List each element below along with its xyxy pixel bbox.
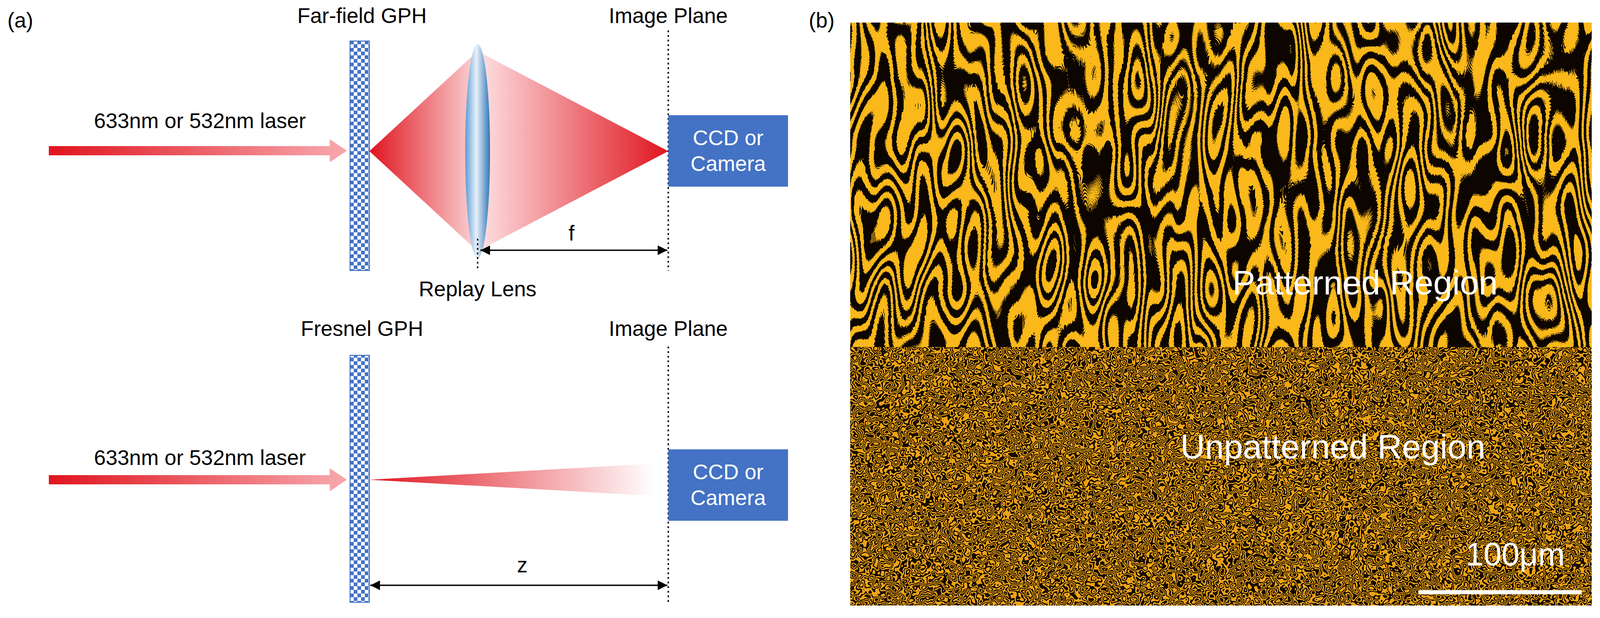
- laser-label: 633nm or 532nm laser: [93, 445, 306, 470]
- hologram-plate: [350, 40, 370, 271]
- plane-label: Image Plane: [608, 3, 728, 29]
- replay-lens: [465, 44, 491, 258]
- hologram-plate: [350, 355, 370, 602]
- laser-beam: [48, 474, 332, 485]
- lens-tick: [477, 238, 479, 270]
- fresnel-setup: [48, 346, 669, 602]
- far-field-setup: [48, 30, 669, 271]
- unpatterned-texture: [850, 346, 1592, 606]
- laser-beam: [48, 145, 332, 156]
- fresnel-beam: [369, 463, 655, 496]
- component-label: Fresnel GPH: [300, 316, 424, 341]
- component-label: Far-field GPH: [297, 3, 427, 29]
- distance-dimension: [370, 584, 668, 586]
- dimension-label: z: [517, 552, 528, 578]
- laser-arrowhead: [329, 139, 347, 163]
- region-label: Patterned Region: [1232, 262, 1498, 303]
- region-label: Unpatterned Region: [1180, 426, 1486, 467]
- laser-label: 633nm or 532nm laser: [93, 108, 306, 134]
- micrograph: [850, 22, 1592, 606]
- scale-bar-label: 100μm: [1465, 535, 1565, 573]
- camera-label: CCD or Camera: [674, 125, 782, 176]
- camera-label: CCD or Camera: [674, 459, 782, 510]
- converging-beam: [477, 51, 669, 252]
- patterned-texture: [850, 22, 1592, 348]
- micrograph-ground: [850, 22, 1592, 606]
- camera-box: CCD or Camera: [668, 115, 789, 187]
- camera-box: CCD or Camera: [668, 449, 789, 521]
- scale-bar: [1418, 589, 1582, 595]
- diverging-beam: [369, 51, 478, 252]
- focal-length-dimension: [480, 249, 668, 252]
- laser-arrowhead: [329, 467, 347, 491]
- component-label: Replay Lens: [418, 276, 537, 302]
- plane-label: Image Plane: [608, 316, 728, 341]
- panel-label: (b): [808, 8, 835, 33]
- panel-label: (a): [7, 8, 34, 33]
- dimension-label: f: [568, 221, 575, 246]
